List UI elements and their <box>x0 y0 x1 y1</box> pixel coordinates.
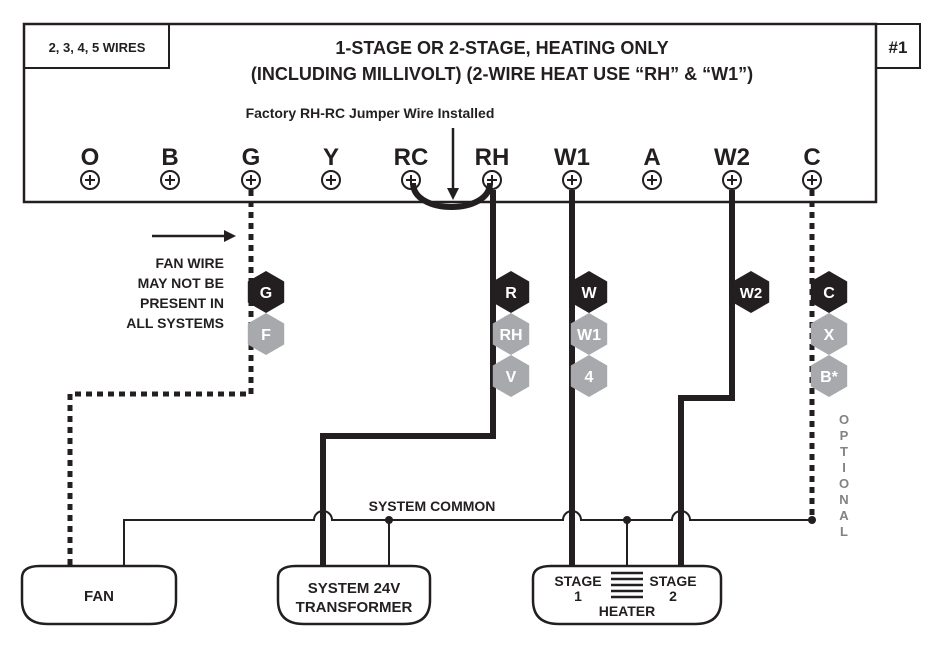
fan-unit <box>20 564 178 626</box>
heater-unit <box>531 564 723 626</box>
diagram-number-box <box>875 23 921 69</box>
wires-count-label: 2, 3, 4, 5 WIRES <box>49 40 146 55</box>
wire-label-hexagon <box>492 313 530 355</box>
jumper-note: Factory RH-RC Jumper Wire Installed <box>246 105 495 121</box>
hex-label-w2: W2 <box>740 285 763 302</box>
transformer-unit <box>276 564 432 626</box>
terminal-strip: O B G Y RC RH W1 A W2 C <box>81 144 821 171</box>
hex-label-v: V <box>506 369 517 386</box>
terminal-label-g: G <box>242 144 261 171</box>
optional-letter: I <box>842 460 846 475</box>
wire-label-hexes <box>247 271 848 397</box>
transformer-common-node <box>385 516 393 524</box>
hex-label-x: X <box>824 327 835 344</box>
hex-label-w: W <box>581 285 597 302</box>
wire-label-hexagon <box>492 271 530 313</box>
terminal-screw-icon <box>722 170 742 190</box>
wire-label-hexagon <box>492 355 530 397</box>
wire-label-hexagon <box>732 271 770 313</box>
terminal-screw-icon <box>241 170 261 190</box>
hex-label-r: R <box>505 285 517 302</box>
system-common-wire <box>123 510 812 566</box>
transformer-label-line2: TRANSFORMER <box>296 599 413 616</box>
fan-note-line3: PRESENT IN <box>140 295 224 311</box>
hex-label-w1: W1 <box>577 327 601 344</box>
thermostat-panel <box>22 22 878 204</box>
terminal-screw-icon <box>642 170 662 190</box>
fan-note-line1: FAN WIRE <box>156 255 224 271</box>
optional-letter: O <box>839 412 849 427</box>
heater-element-icon <box>611 571 643 599</box>
jumper-wire <box>410 182 493 210</box>
wire-label-hexagon <box>570 355 608 397</box>
optional-letter: A <box>839 508 849 523</box>
terminal-label-o: O <box>81 144 100 171</box>
wire-label-hexagon <box>810 271 848 313</box>
terminal-label-rc: RC <box>394 144 429 171</box>
hex-label-c: C <box>823 285 835 302</box>
fan-label: FAN <box>84 588 114 605</box>
diagram-number: #1 <box>889 38 908 57</box>
hex-label-b-star: B* <box>820 369 839 386</box>
c-common-node <box>808 516 816 524</box>
fan-note-line2: MAY NOT BE <box>138 275 224 291</box>
terminal-label-a: A <box>643 144 660 171</box>
w2-wire <box>678 190 735 566</box>
terminal-label-y: Y <box>323 144 339 171</box>
optional-letter: L <box>840 524 848 539</box>
diagram-title-line1: 1-STAGE OR 2-STAGE, HEATING ONLY <box>335 38 668 58</box>
transformer-label-line1: SYSTEM 24V <box>308 580 401 597</box>
diagram-title-line2: (INCLUDING MILLIVOLT) (2-WIRE HEAT USE “… <box>251 64 753 84</box>
wire-label-hexagon <box>247 313 285 355</box>
hex-texts: G F R RH V W W1 4 W2 C X B* <box>260 285 839 386</box>
terminal-label-w2: W2 <box>714 144 750 171</box>
heater-stage1-label: STAGE <box>554 573 601 589</box>
optional-letter: N <box>839 492 848 507</box>
terminal-label-w1: W1 <box>554 144 590 171</box>
wire-label-hexagon <box>810 355 848 397</box>
terminal-screw-icon <box>80 170 100 190</box>
heater-stage2-number: 2 <box>669 588 677 604</box>
terminal-label-rh: RH <box>475 144 510 171</box>
heater-common-node <box>623 516 631 524</box>
terminal-screw-icon <box>562 170 582 190</box>
optional-letter: P <box>840 428 849 443</box>
terminal-label-c: C <box>803 144 820 171</box>
terminal-screws <box>80 170 822 190</box>
heater-stage2-label: STAGE <box>649 573 696 589</box>
system-common-label: SYSTEM COMMON <box>369 498 496 514</box>
fan-wire <box>67 190 254 566</box>
wire-label-hexagon <box>247 271 285 313</box>
hex-label-rh: RH <box>499 327 522 344</box>
fan-note-line4: ALL SYSTEMS <box>126 315 224 331</box>
terminal-screw-icon <box>802 170 822 190</box>
optional-letter: O <box>839 476 849 491</box>
wire-label-hexagon <box>570 313 608 355</box>
hex-label-4: 4 <box>585 369 594 386</box>
heater-stage1-number: 1 <box>574 588 582 604</box>
terminal-label-b: B <box>161 144 178 171</box>
jumper-arrow-head <box>447 188 459 200</box>
optional-letter: T <box>840 444 848 459</box>
optional-label: O P T I O N A L <box>839 412 849 539</box>
wire-label-hexagon <box>810 313 848 355</box>
hex-label-g: G <box>260 285 272 302</box>
terminal-screw-icon <box>321 170 341 190</box>
rh-wire <box>320 190 496 566</box>
heater-label: HEATER <box>599 603 656 619</box>
terminal-screw-icon <box>160 170 180 190</box>
hex-label-f: F <box>261 327 271 344</box>
fan-note-arrow-head <box>224 230 236 242</box>
wires-box <box>23 23 170 69</box>
wire-label-hexagon <box>570 271 608 313</box>
